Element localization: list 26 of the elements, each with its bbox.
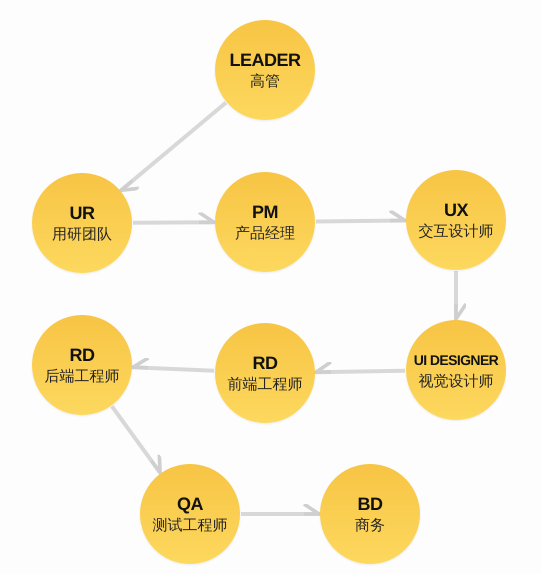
arrow — [241, 502, 321, 516]
role-name: 后端工程师 — [44, 366, 120, 386]
role-code: UI DESIGNER — [414, 351, 498, 370]
role-name: 产品经理 — [235, 223, 295, 243]
arrow — [454, 271, 468, 321]
arrow — [316, 208, 407, 224]
role-name: 前端工程师 — [228, 374, 302, 394]
role-name: 视觉设计师 — [418, 371, 494, 391]
arrow — [131, 356, 214, 373]
role-name: 商务 — [355, 515, 385, 535]
role-name: 测试工程师 — [152, 515, 228, 535]
arrow — [314, 360, 406, 374]
role-code: PM — [252, 201, 278, 223]
role-name: 用研团队 — [52, 224, 112, 244]
role-code: RD — [252, 352, 278, 374]
role-code: BD — [358, 493, 382, 515]
role-code: UR — [70, 202, 94, 224]
arrow — [133, 210, 216, 225]
role-name: 高管 — [250, 71, 280, 91]
arrow — [119, 101, 228, 192]
role-code: UX — [444, 199, 468, 221]
role-name: 交互设计师 — [418, 221, 494, 241]
arrow — [110, 405, 162, 475]
role-code: QA — [177, 493, 203, 515]
role-code: LEADER — [229, 49, 300, 71]
role-code: RD — [70, 344, 94, 366]
